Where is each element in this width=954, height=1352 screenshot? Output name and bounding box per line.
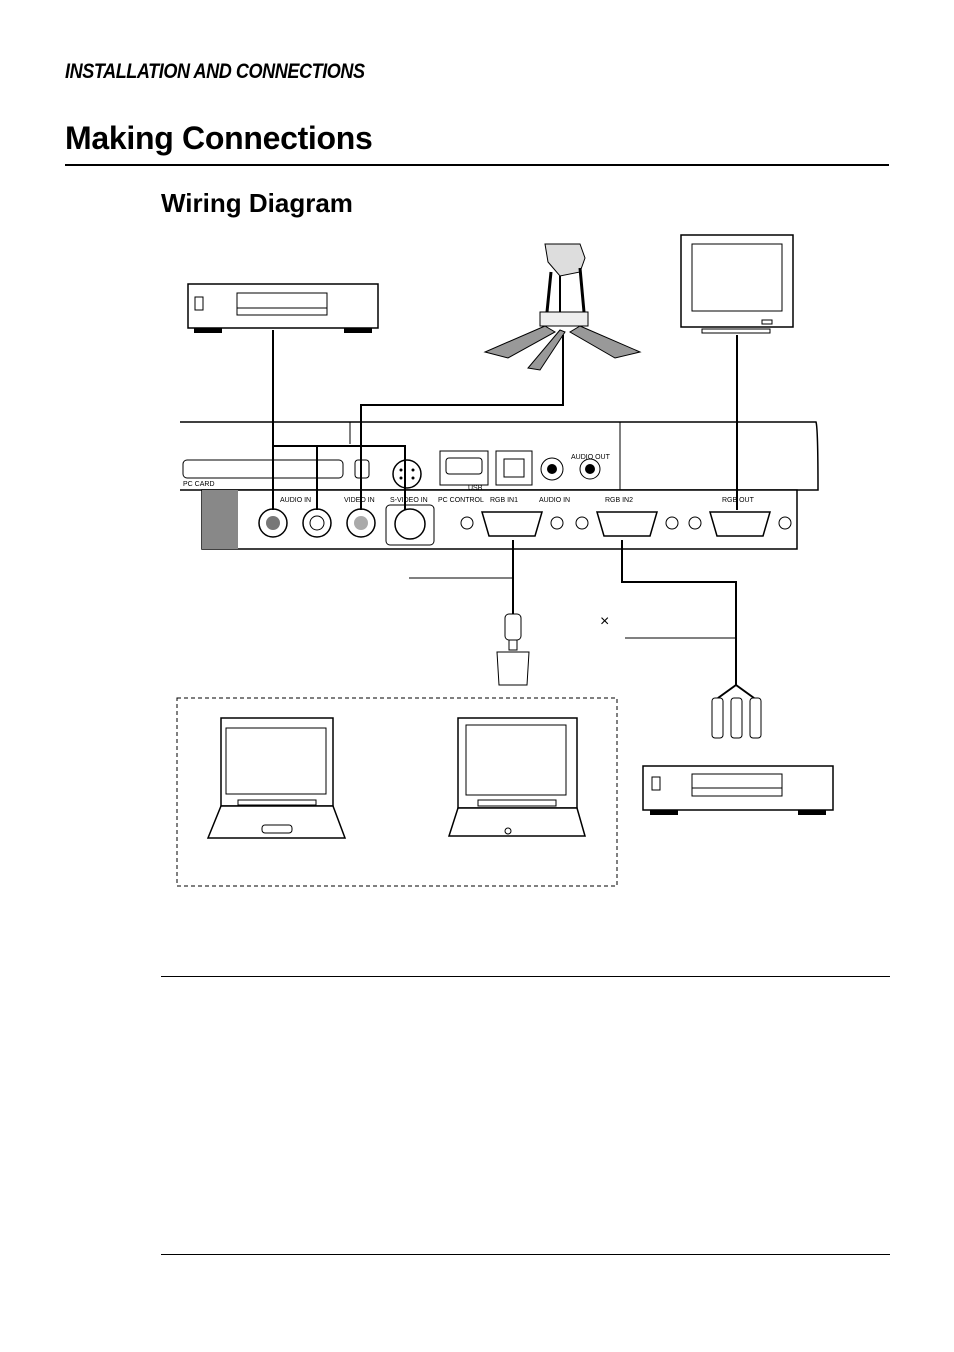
- video-in-label: VIDEO IN: [344, 497, 375, 504]
- computer-group-box: [176, 697, 618, 887]
- page-title: Making Connections: [65, 120, 373, 156]
- section-label: INSTALLATION AND CONNECTIONS: [65, 60, 365, 83]
- cross-mark: ×: [600, 613, 609, 630]
- pc-control-label: PC CONTROL: [438, 497, 484, 504]
- audio-in-label: AUDIO IN: [539, 497, 570, 504]
- title-rule: [65, 164, 889, 166]
- rgb-in1-label: RGB IN1: [490, 497, 518, 504]
- s-video-in-label: S-VIDEO IN: [390, 497, 428, 504]
- usb-label: USB: [468, 485, 483, 492]
- pc-card-label: PC CARD: [183, 481, 215, 488]
- rca-plugs: [711, 684, 762, 739]
- vga-plug: [496, 613, 530, 686]
- audio-out-label: AUDIO OUT: [571, 454, 611, 461]
- video-deck-bottom: [642, 765, 834, 815]
- video-deck-top: [187, 283, 379, 333]
- section-divider-bottom: [161, 1254, 890, 1255]
- rgb-in2-label: RGB IN2: [605, 497, 633, 504]
- rgb-out-label: RGB OUT: [722, 497, 755, 504]
- section-divider-top: [161, 976, 890, 977]
- laptop-right: [447, 717, 586, 837]
- subtitle: Wiring Diagram: [161, 188, 353, 218]
- laptop-left: [206, 717, 347, 839]
- projector-panel: PC CARD USB AUDIO OUT AUDIO IN VIDEO IN …: [180, 421, 819, 550]
- monitor: [680, 234, 794, 334]
- document-camera: [483, 243, 642, 371]
- audio-in-av-label: AUDIO IN: [280, 497, 311, 504]
- cables: [272, 330, 738, 685]
